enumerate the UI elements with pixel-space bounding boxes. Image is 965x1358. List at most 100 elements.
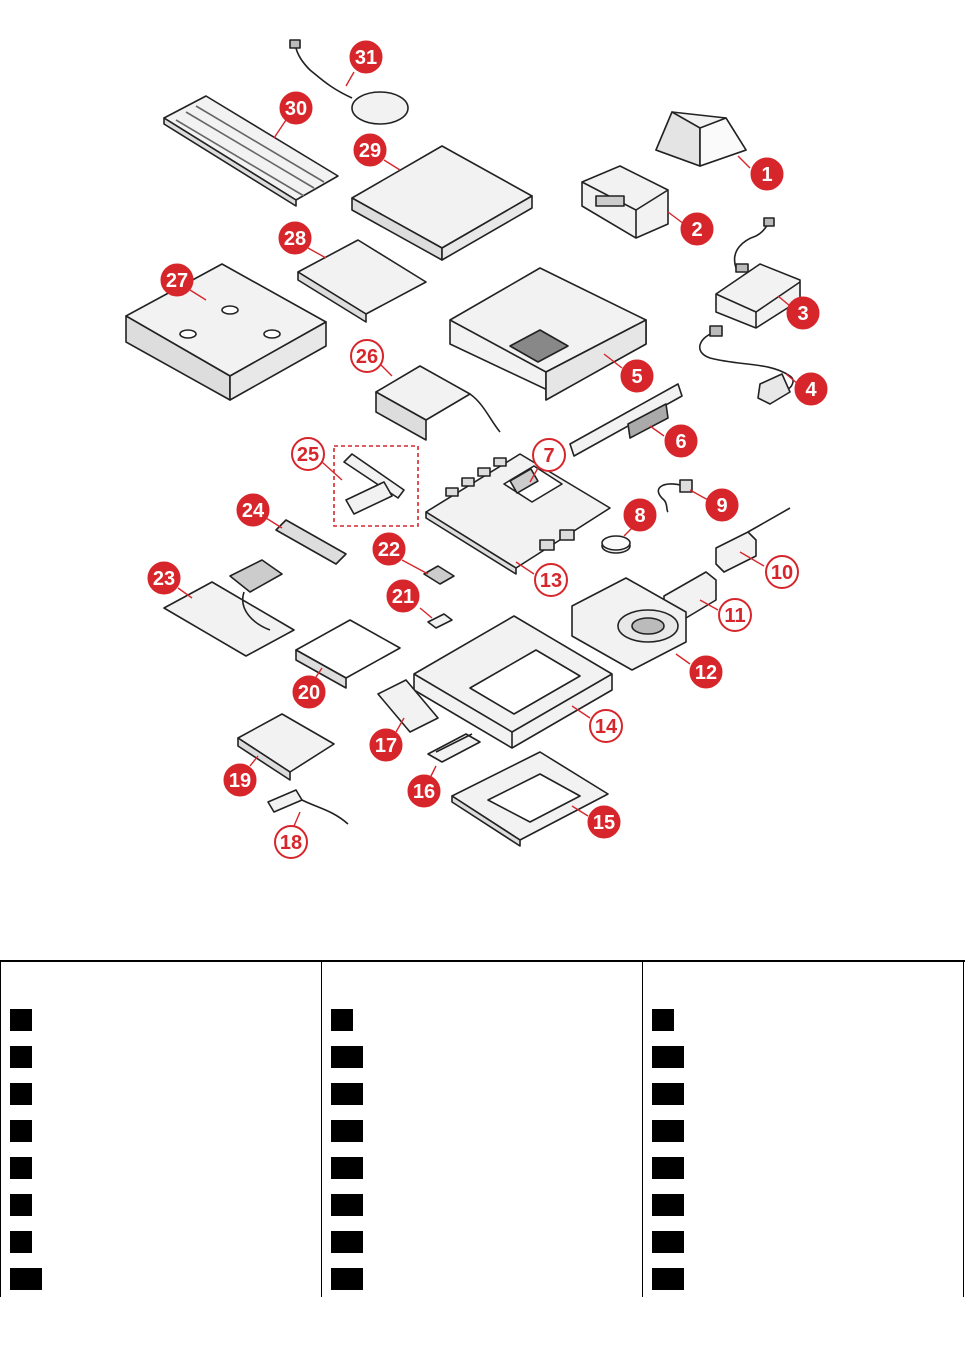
callout-8: 8 (623, 498, 657, 532)
part-power-cord (698, 325, 794, 405)
callout-30: 30 (279, 91, 313, 125)
part-chassis (413, 615, 613, 749)
callout-15-number: 15 (593, 812, 615, 834)
callout-26-number: 26 (356, 346, 378, 368)
legend-number-box (652, 1046, 684, 1068)
legend-number-box (331, 1268, 363, 1290)
callout-2-number: 2 (691, 219, 702, 241)
legend-number-box (652, 1083, 684, 1105)
callout-22-circle (372, 532, 406, 566)
callout-9-number: 9 (716, 495, 727, 517)
callout-14-circle (589, 709, 623, 743)
part-vertical-stand (655, 111, 747, 167)
callout-21: 21 (386, 579, 420, 613)
callout-22: 22 (372, 532, 406, 566)
callout-7-number: 7 (543, 445, 554, 467)
callout-23-number: 23 (153, 568, 175, 590)
callout-12: 12 (689, 655, 723, 689)
callout-15: 15 (587, 805, 621, 839)
callout-20: 20 (292, 675, 326, 709)
legend-column-1 (10, 962, 310, 1297)
legend-number-box (331, 1194, 363, 1216)
legend-column-2 (331, 962, 631, 1297)
callout-11: 11 (718, 598, 752, 632)
callout-28: 28 (278, 221, 312, 255)
legend-number-box (10, 1194, 32, 1216)
callout-4-number: 4 (805, 379, 817, 401)
legend-number-box (10, 1120, 32, 1142)
callout-8-number: 8 (634, 505, 645, 527)
callout-3-circle (786, 296, 820, 330)
callout-22-number: 22 (378, 539, 400, 561)
legend-column-divider-right (963, 962, 964, 1297)
callout-11-circle (718, 598, 752, 632)
part-m2-drive (377, 679, 439, 733)
part-computer-cover (449, 267, 647, 401)
callout-2: 2 (680, 212, 714, 246)
callout-15-circle (587, 805, 621, 839)
callout-1-circle (750, 157, 784, 191)
callout-20-number: 20 (298, 682, 320, 704)
callout-24-number: 24 (242, 500, 265, 522)
callout-18-circle (274, 825, 308, 859)
callout-18-number: 18 (280, 832, 302, 854)
callout-29: 29 (353, 133, 387, 167)
part-front-bezel (569, 383, 683, 457)
callout-7-circle (532, 438, 566, 472)
callout-2-circle (680, 212, 714, 246)
callout-21-circle (386, 579, 420, 613)
callout-12-number: 12 (695, 662, 717, 684)
part-small-bracket (427, 613, 453, 629)
part-presence-switch (657, 479, 693, 513)
callout-20-circle (292, 675, 326, 709)
legend-number-box (331, 1083, 363, 1105)
callout-6-number: 6 (675, 431, 686, 453)
callout-10-circle (765, 555, 799, 589)
callout-13-circle (534, 563, 568, 597)
leader-lines (177, 71, 799, 827)
legend-number-box (10, 1231, 32, 1253)
part-optical-enclosure (351, 145, 533, 261)
callout-5-number: 5 (631, 366, 642, 388)
legend-number-box (10, 1083, 32, 1105)
callout-3-number: 3 (797, 303, 808, 325)
callout-16: 16 (407, 774, 441, 808)
callout-31-number: 31 (355, 47, 377, 69)
part-vesa-mount (125, 263, 327, 401)
part-riser-bracket (275, 519, 347, 565)
legend-number-box (331, 1157, 363, 1179)
callout-10: 10 (765, 555, 799, 589)
callout-27: 27 (160, 263, 194, 297)
legend-number-box (10, 1009, 32, 1031)
parts-exploded-diagram: 1 2 3 4 5 6 7 8 9 10 11 12 13 14 15 16 1… (125, 39, 828, 859)
part-keyboard (163, 95, 339, 207)
callout-17: 17 (369, 728, 403, 762)
callout-7: 7 (532, 438, 566, 472)
legend-column-divider-2 (642, 962, 643, 1297)
legend-column-3 (652, 962, 952, 1297)
legend-number-box (652, 1157, 684, 1179)
parts-legend-table (0, 960, 965, 1297)
legend-number-box (331, 1046, 363, 1068)
callout-16-number: 16 (413, 781, 435, 803)
callout-9-circle (705, 488, 739, 522)
callout-16-circle (407, 774, 441, 808)
callout-26: 26 (350, 339, 384, 373)
parts-drawings (125, 39, 801, 847)
callout-6: 6 (664, 424, 698, 458)
part-bracket (581, 165, 669, 239)
callout-1: 1 (750, 157, 784, 191)
callout-10-number: 10 (771, 562, 793, 584)
callout-8-circle (623, 498, 657, 532)
callout-1-number: 1 (761, 164, 772, 186)
callout-25: 25 (291, 437, 325, 471)
legend-number-box (652, 1268, 684, 1290)
part-coin-battery (601, 535, 631, 554)
part-system-board (425, 453, 611, 575)
callout-4: 4 (794, 372, 828, 406)
legend-number-box (331, 1120, 363, 1142)
legend-number-box (10, 1157, 32, 1179)
part-optical-drive (297, 239, 427, 323)
legend-number-box (652, 1120, 684, 1142)
callout-5: 5 (620, 359, 654, 393)
